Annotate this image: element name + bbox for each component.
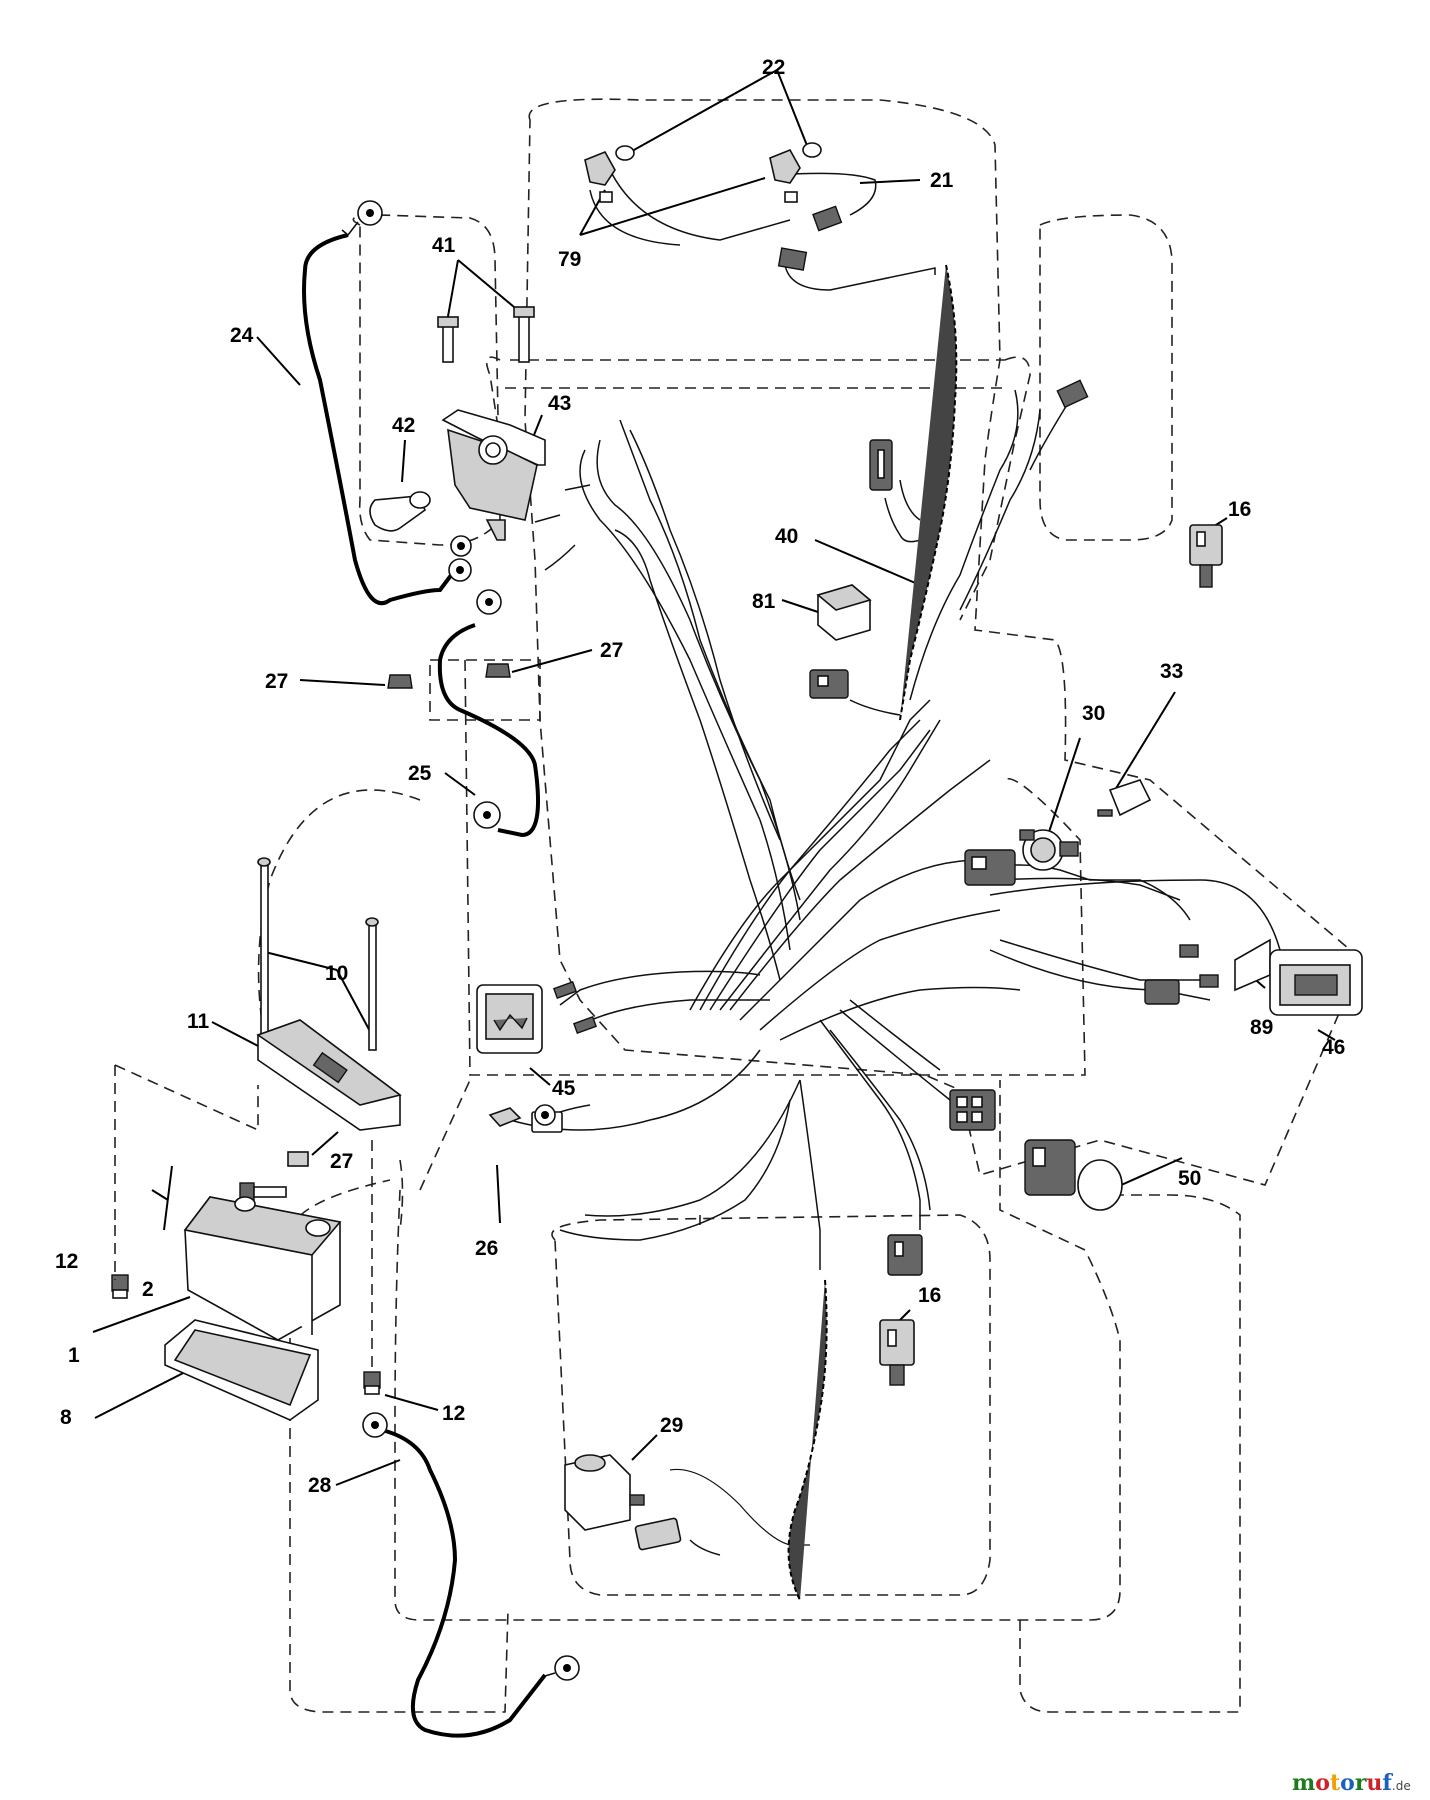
callout-89: 89 bbox=[1250, 1016, 1273, 1039]
callout-30: 30 bbox=[1082, 702, 1105, 725]
callout-45: 45 bbox=[552, 1077, 576, 1100]
right-fender-outline bbox=[1039, 214, 1173, 541]
right-rear-wheel-outline bbox=[1019, 1194, 1241, 1713]
callout-43: 43 bbox=[548, 392, 571, 415]
rear-body-outline bbox=[394, 1079, 1121, 1621]
callout-21: 21 bbox=[930, 169, 954, 192]
loom-40 bbox=[899, 264, 958, 721]
callout-24: 24 bbox=[230, 324, 254, 347]
callout-2: 2 bbox=[142, 1278, 154, 1301]
connectors bbox=[476, 379, 1363, 1551]
left-rear-wheel-outline bbox=[289, 1230, 509, 1713]
battery-tray-outline bbox=[114, 1064, 404, 1231]
battery-group bbox=[111, 857, 402, 1421]
callout-42: 42 bbox=[392, 414, 415, 437]
callout-11: 11 bbox=[187, 1010, 210, 1033]
watermark-brand: motoruf.de bbox=[1292, 1770, 1411, 1796]
callout-33: 33 bbox=[1160, 660, 1183, 683]
callout-81: 81 bbox=[752, 590, 776, 613]
callout-10: 10 bbox=[325, 962, 348, 985]
callout-27-mid: 27 bbox=[600, 639, 623, 662]
callout-12-left: 12 bbox=[55, 1250, 78, 1273]
hood-outline bbox=[524, 98, 1363, 1186]
watermark-logo: motoruf.de bbox=[1292, 1770, 1411, 1796]
callout-12-right: 12 bbox=[442, 1402, 465, 1425]
callout-1: 1 bbox=[68, 1344, 80, 1367]
pedal-outline bbox=[485, 356, 1031, 621]
callout-41: 41 bbox=[432, 234, 456, 257]
solenoid-assembly bbox=[369, 306, 546, 689]
callout-40: 40 bbox=[775, 525, 798, 548]
callout-22: 22 bbox=[762, 56, 785, 79]
dash-panel-outline bbox=[505, 359, 1005, 389]
callout-16-low: 16 bbox=[918, 1284, 941, 1307]
callout-8: 8 bbox=[60, 1406, 72, 1429]
left-mid-outline bbox=[464, 659, 1086, 1076]
cable-25 bbox=[437, 623, 541, 838]
callout-27-left: 27 bbox=[265, 670, 288, 693]
main-harness bbox=[509, 169, 1281, 1556]
loom-29 bbox=[787, 1279, 828, 1601]
fuel-area-outline bbox=[257, 789, 421, 1041]
callout-25: 25 bbox=[408, 762, 432, 785]
chassis-outline bbox=[114, 98, 1363, 1713]
seat-outline bbox=[551, 1214, 991, 1596]
callout-28: 28 bbox=[308, 1474, 332, 1497]
callout-46: 46 bbox=[1322, 1036, 1345, 1059]
leader-lines bbox=[92, 69, 1336, 1486]
callout-16-top: 16 bbox=[1228, 498, 1251, 521]
callout-27-low: 27 bbox=[330, 1150, 353, 1173]
seat-pan-outline bbox=[429, 659, 541, 721]
lower-body-line bbox=[289, 1179, 701, 1231]
callout-26: 26 bbox=[475, 1237, 498, 1260]
battery-cables bbox=[302, 200, 580, 1738]
callout-50: 50 bbox=[1178, 1167, 1201, 1190]
callout-labels: 22 21 79 41 24 42 43 40 16 81 27 27 33 3… bbox=[55, 56, 1345, 1497]
callout-79: 79 bbox=[558, 248, 581, 271]
cable-28 bbox=[381, 1428, 547, 1738]
cable-24 bbox=[302, 233, 457, 606]
callout-29: 29 bbox=[660, 1414, 683, 1437]
headlight-parts bbox=[584, 142, 843, 271]
